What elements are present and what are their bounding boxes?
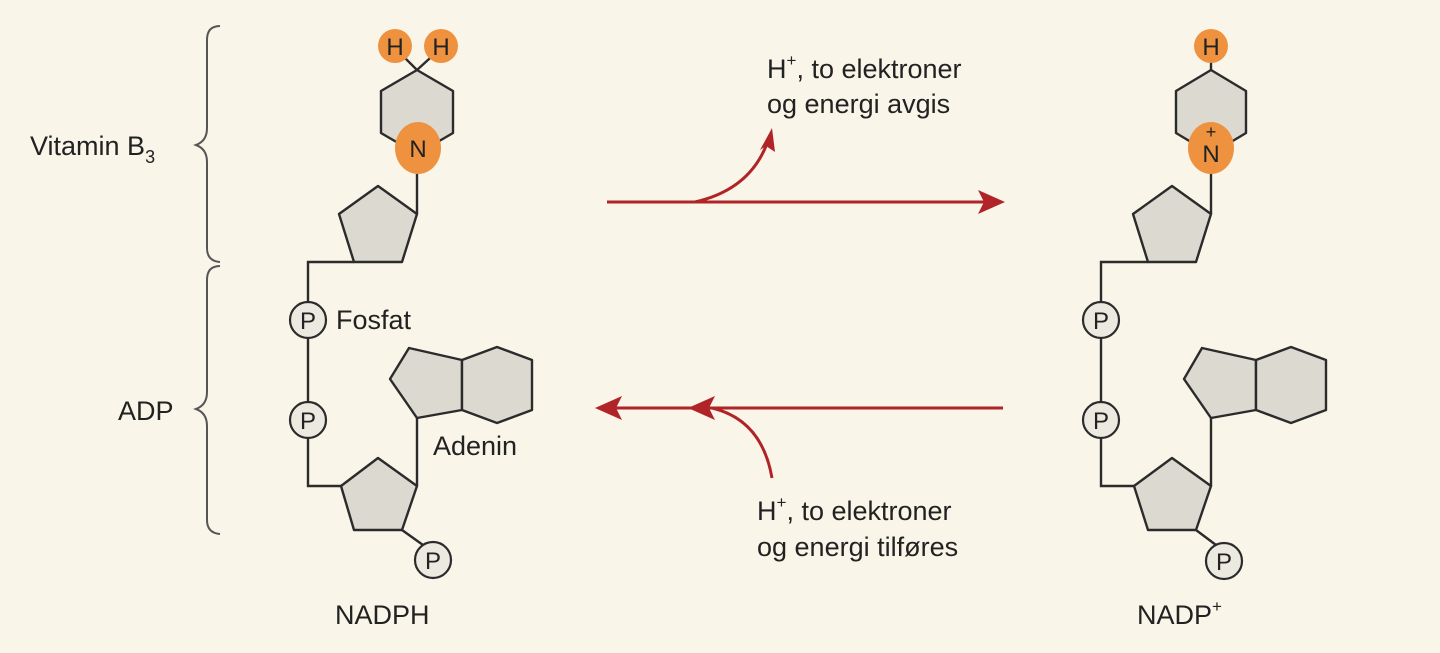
bottom-branch-curve [711, 406, 774, 479]
nitrogen-atom [395, 122, 441, 174]
adp-label: ADP [118, 396, 174, 426]
nitrogen-plus-symbol: N [1202, 141, 1219, 168]
adenine-pentagon [388, 346, 464, 420]
phosphate-3 [413, 540, 453, 580]
phosphate-symbol-1: P [300, 308, 316, 335]
phosphate-3-r [1204, 541, 1244, 581]
hydrogen-atom-2 [424, 29, 458, 63]
phosphate-symbol-3: P [425, 548, 441, 575]
phosphate-symbol-2-r: P [1093, 408, 1109, 435]
hydrogen-symbol: H [1202, 34, 1219, 61]
plus-charge: + [1206, 122, 1217, 142]
reduction-arrow [595, 396, 1003, 479]
top-arrow-head [978, 190, 1005, 214]
adp-brace [193, 265, 221, 535]
hydrogen-symbol-1: H [386, 34, 403, 61]
phosphate-symbol-2: P [300, 408, 316, 435]
ribose-ring-bottom-r [1132, 456, 1213, 532]
adenine-pentagon-r [1182, 346, 1258, 420]
hydrogen-atom [1194, 29, 1228, 63]
nadp-label: NADP+ [1137, 597, 1222, 630]
phosphate-to-ribose-bond [306, 438, 341, 488]
oxidation-arrow [607, 128, 1005, 214]
ribose-ring-top [337, 184, 419, 264]
nitrogen-symbol: N [409, 136, 426, 163]
nadp-molecule: H + N P P P NADP+ [1081, 29, 1328, 630]
top-reaction-line-1: H+, to elektroner [767, 51, 962, 84]
ribose-to-phosphate3-bond-r [1195, 529, 1217, 546]
adenine-hexagon [460, 345, 534, 425]
top-reaction-line-2: og energi avgis [767, 89, 950, 119]
nitrogen-plus-atom [1188, 122, 1234, 174]
bottom-reaction-line-1: H+, to elektroner [757, 493, 952, 526]
vitamin-b3-label: Vitamin B3 [30, 131, 155, 167]
top-branch-head [760, 128, 775, 152]
nadph-molecule: H H N P Fosfat P P Adenin NADPH [288, 29, 534, 630]
ribose-to-phosphate-bond [306, 260, 354, 302]
bottom-reaction-line-2: og energi tilføres [757, 532, 958, 562]
hydrogen-symbol-2: H [432, 34, 449, 61]
bottom-arrow-head [595, 396, 622, 420]
adenine-hexagon-r [1254, 345, 1328, 425]
vitamin-b3-brace [193, 25, 221, 263]
top-branch-curve [694, 145, 768, 204]
ribose-ring-bottom [339, 456, 419, 532]
ribose-ring-top-r [1131, 184, 1213, 264]
fosfat-label: Fosfat [336, 305, 412, 335]
phosphate-symbol-3-r: P [1216, 549, 1232, 576]
adenin-label: Adenin [433, 431, 517, 461]
bottom-branch-head [688, 396, 715, 420]
phosphate-to-ribose-bond-r [1099, 438, 1134, 488]
ribose-to-phosphate-bond-r [1099, 260, 1148, 302]
nadph-label: NADPH [335, 600, 430, 630]
hydrogen-atom-1 [378, 29, 412, 63]
ribose-to-phosphate3-bond [401, 529, 424, 546]
phosphate-symbol-1-r: P [1093, 308, 1109, 335]
